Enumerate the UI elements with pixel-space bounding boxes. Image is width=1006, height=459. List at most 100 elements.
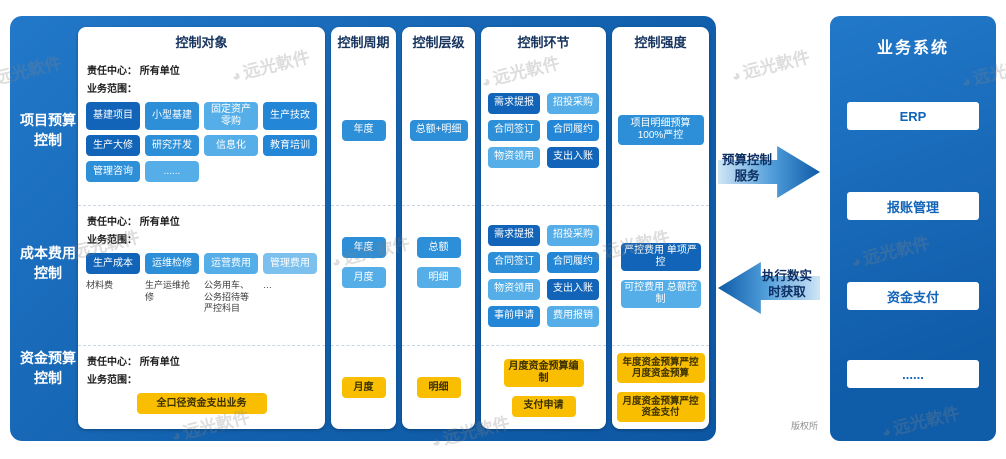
scope-note: 材料费 [86,280,114,290]
scope-tag: 生产成本 [86,253,140,274]
row-label-fund-budget: 资金预算控制 [20,350,76,387]
business-system-item-erp: ERP [847,102,979,130]
links-cost-section: 需求提报 招投采购 合同签订 合同履约 物资领用 支出入账 事前申请 费用报销 [481,205,606,345]
period-project-section: 年度 [331,55,396,205]
responsibility-center: 责任中心： 所有单位 [87,66,180,77]
column-header-level: 控制层级 [412,34,465,50]
links-project-section: 需求提报 招投采购 合同签订 合同履约 物资领用 支出入账 [481,55,606,205]
strength-project-section: 项目明细预算 100%严控 [612,55,709,205]
column-header-period: 控制周期 [337,34,390,50]
strength-tag: 严控费用 单项严控 [620,243,701,271]
link-tag: 合同签订 [488,251,540,273]
level-fund-section: 明细 [402,345,475,429]
business-system-item-more: ...... [847,360,979,388]
level-tag: 总额+明细 [409,119,468,141]
column-control-links: 控制环节 需求提报 招投采购 合同签订 合同履约 物资领用 支出入账 需求提报 … [481,27,606,429]
link-tag: 事前申请 [488,305,540,327]
level-cost-section: 总额 明细 [402,205,475,345]
column-control-period: 控制周期 年度 年度 月度 月度 [331,27,396,429]
watermark-text: 远光軟件 [741,47,812,83]
section-cost-scope: 责任中心： 所有单位 业务范围： 生产成本 运维检修 运营费用 管理费用 材料费… [78,205,325,345]
scope-tag-list: 全口径资金支出业务 [78,393,325,414]
scope-tag: 研究开发 [145,135,199,156]
column-control-strength: 控制强度 项目明细预算 100%严控 严控费用 单项严控 可控费用 总额控制 年… [612,27,709,429]
budget-control-panel: 项目预算控制 成本费用控制 资金预算控制 控制对象 责任中心： 所有单位 业务范… [10,16,716,441]
scope-tag: 基建项目 [86,102,140,130]
scope-tag: 管理咨询 [86,161,140,182]
scope-tag: 信息化 [204,135,258,156]
period-tag: 月度 [341,377,386,398]
strength-tag: 月度资金预算严控 资金支付 [616,392,705,422]
execution-data-arrow-label: 执行数实时获取 [761,269,812,300]
responsibility-center: 责任中心： 所有单位 [87,357,180,368]
business-scope-label: 业务范围： [87,84,137,95]
strength-tag: 可控费用 总额控制 [620,280,701,308]
link-tag-grid: 需求提报 招投采购 合同签订 合同履约 物资领用 支出入账 事前申请 费用报销 [488,224,599,327]
watermark: ◕远光軟件 [728,43,812,87]
link-tag: 招投采购 [547,224,599,246]
scope-note: … [263,280,272,290]
link-tag: 支出入账 [547,146,599,168]
scope-tag: 管理费用 [263,253,317,274]
strength-tag: 年度资金预算严控 月度资金预算 [616,353,705,383]
business-scope-label: 业务范围： [87,375,137,386]
link-tag: 合同签订 [488,119,540,141]
column-header-object: 控制对象 [175,34,228,50]
strength-tag: 项目明细预算 100%严控 [617,115,704,145]
business-system-item-payment: 资金支付 [847,282,979,310]
link-tag: 合同履约 [547,251,599,273]
link-tag: 支付申请 [511,395,576,417]
level-project-section: 总额+明细 [402,55,475,205]
scope-tag-list: 生产成本 运维检修 运营费用 管理费用 [78,253,325,274]
period-tag: 年度 [341,119,386,141]
copyright-text: 版权所 [791,421,819,431]
scope-tag: 运营费用 [204,253,258,274]
link-tag: 物资领用 [488,146,540,168]
link-tag: 费用报销 [547,305,599,327]
link-tag: 需求提报 [488,224,540,246]
scope-tag: 教育培训 [263,135,317,156]
level-tag: 明细 [416,377,461,398]
business-scope-label: 业务范围： [87,235,137,246]
column-control-level: 控制层级 总额+明细 总额 明细 明细 [402,27,475,429]
business-system-title: 业务系统 [876,40,949,57]
level-tag: 明细 [416,267,461,288]
column-header-strength: 控制强度 [634,34,687,50]
scope-tag: ...... [145,161,199,182]
link-tag: 月度资金预算编制 [503,358,584,387]
scope-tag: 生产大修 [86,135,140,156]
level-tag: 总额 [416,237,461,258]
links-fund-section: 月度资金预算编制 支付申请 [481,345,606,429]
scope-tag: 小型基建 [145,102,199,130]
period-tag: 月度 [341,267,386,288]
scope-note-list: 材料费 生产运维抢修 公务用车、公务招待等严控科目 … [78,280,325,315]
link-tag: 招投采购 [547,92,599,114]
scope-tag: 固定资产 零购 [204,102,258,130]
responsibility-center: 责任中心： 所有单位 [87,217,180,228]
column-header-links: 控制环节 [517,34,570,50]
period-tag: 年度 [341,237,386,258]
link-tag: 合同履约 [547,119,599,141]
scope-tag: 生产技改 [263,102,317,130]
period-cost-section: 年度 月度 [331,205,396,345]
scope-tag: 运维检修 [145,253,199,274]
link-tag: 需求提报 [488,92,540,114]
budget-service-arrow-label: 预算控制服务 [721,153,772,184]
section-project-scope: 责任中心： 所有单位 业务范围： 基建项目 小型基建 固定资产 零购 生产技改 … [78,55,325,205]
strength-cost-section: 严控费用 单项严控 可控费用 总额控制 [612,205,709,345]
row-label-cost-expense: 成本费用控制 [20,245,76,282]
watermark-logo-icon: ◕ [729,66,743,86]
link-tag: 物资领用 [488,278,540,300]
link-tag-grid: 需求提报 招投采购 合同签订 合同履约 物资领用 支出入账 [488,92,599,168]
period-fund-section: 月度 [331,345,396,429]
section-fund-scope: 责任中心： 所有单位 业务范围： 全口径资金支出业务 [78,345,325,429]
business-system-panel: 业务系统 ERP 报账管理 资金支付 ...... [830,16,996,441]
row-label-project-budget: 项目预算控制 [20,112,76,149]
link-tag: 支出入账 [547,278,599,300]
strength-fund-section: 年度资金预算严控 月度资金预算 月度资金预算严控 资金支付 [612,345,709,429]
column-control-object: 控制对象 责任中心： 所有单位 业务范围： 基建项目 小型基建 固定资产 零购 … [78,27,325,429]
scope-tag-list: 基建项目 小型基建 固定资产 零购 生产技改 生产大修 研究开发 信息化 教育培… [78,102,325,182]
business-system-item-reimbursement: 报账管理 [847,192,979,220]
scope-note: 公务用车、公务招待等严控科目 [204,280,250,314]
scope-tag: 全口径资金支出业务 [136,393,267,414]
